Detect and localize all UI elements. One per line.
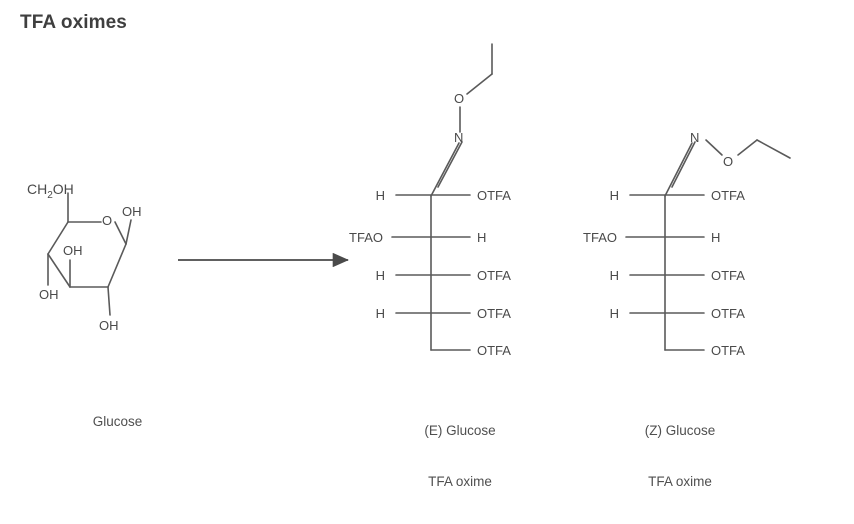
e-isomer-structure	[391, 43, 493, 351]
z-nitrogen-label: N	[690, 130, 699, 145]
z-row3-right: OTFA	[711, 306, 745, 321]
e-row3-left: H	[376, 306, 385, 321]
z-row3-left: H	[610, 306, 619, 321]
caption-z-line2: TFA oxime	[648, 474, 712, 489]
e-fischer-bonds	[391, 194, 471, 351]
caption-z-isomer: (Z) Glucose TFA oxime	[590, 388, 770, 524]
glucose-anomeric-oh-label: OH	[122, 204, 142, 219]
z-no-bond	[705, 139, 723, 156]
z-row2-left: H	[610, 268, 619, 283]
caption-glucose-text: Glucose	[92, 414, 143, 429]
e-row2-left: H	[376, 268, 385, 283]
e-row1-left: TFAO	[349, 230, 383, 245]
z-och2-bond	[737, 139, 758, 156]
caption-e-isomer: (E) Glucose TFA oxime	[370, 388, 550, 524]
page-title: TFA oximes	[20, 12, 127, 33]
z-oxygen-label: O	[723, 154, 733, 169]
glucose-oh-c2-label: OH	[63, 243, 83, 258]
e-och2-bond	[466, 73, 493, 95]
z-row0-left: H	[610, 188, 619, 203]
glucose-substituent-bonds	[47, 192, 132, 316]
caption-z-line1: (Z) Glucose	[644, 423, 716, 438]
e-row3-right: OTFA	[477, 306, 511, 321]
z-row1-left: TFAO	[583, 230, 617, 245]
glucose-ring-oxygen-label: O	[102, 213, 112, 228]
z-isomer-labels: N O H OTFA TFAO H H OTFA H OTFA OTFA	[583, 130, 745, 358]
glucose-atom-labels: CH2OH O OH OH OH OH	[27, 181, 142, 333]
glucose-ring-bonds	[47, 221, 127, 288]
z-row2-right: OTFA	[711, 268, 745, 283]
glucose-oh-c3-label: OH	[39, 287, 59, 302]
z-ethyl-bond	[756, 139, 791, 159]
caption-e-line1: (E) Glucose	[424, 423, 496, 438]
z-isomer-structure	[625, 139, 791, 351]
slide-title-placeholder[interactable]: TFA oximes	[8, 8, 294, 38]
chemistry-diagram: CH2OH O OH OH OH OH	[27, 43, 791, 358]
slide-canvas: TFA oximes	[8, 8, 791, 489]
e-row0-right: OTFA	[477, 188, 511, 203]
caption-e-line2: TFA oxime	[428, 474, 492, 489]
glucose-ch2oh-label: CH2OH	[27, 181, 74, 201]
e-nitrogen-label: N	[454, 130, 463, 145]
z-cn-bond-b	[671, 141, 696, 188]
e-cn-bond-b	[437, 141, 463, 188]
e-oxygen-label: O	[454, 91, 464, 106]
z-cn-bond-a	[664, 142, 693, 197]
glucose-oh-c4-label: OH	[99, 318, 119, 333]
z-row1-right: H	[711, 230, 720, 245]
e-row2-right: OTFA	[477, 268, 511, 283]
z-fischer-bonds	[625, 194, 705, 351]
glucose-structure	[47, 192, 132, 316]
e-row1-right: H	[477, 230, 486, 245]
z-row4-right: OTFA	[711, 343, 745, 358]
e-isomer-labels: N O H OTFA TFAO H H OTFA H OTFA OTFA	[349, 91, 511, 358]
e-row0-left: H	[376, 188, 385, 203]
z-row0-right: OTFA	[711, 188, 745, 203]
e-cn-bond-a	[430, 142, 460, 197]
e-row4-right: OTFA	[477, 343, 511, 358]
caption-glucose: Glucose	[20, 396, 200, 447]
